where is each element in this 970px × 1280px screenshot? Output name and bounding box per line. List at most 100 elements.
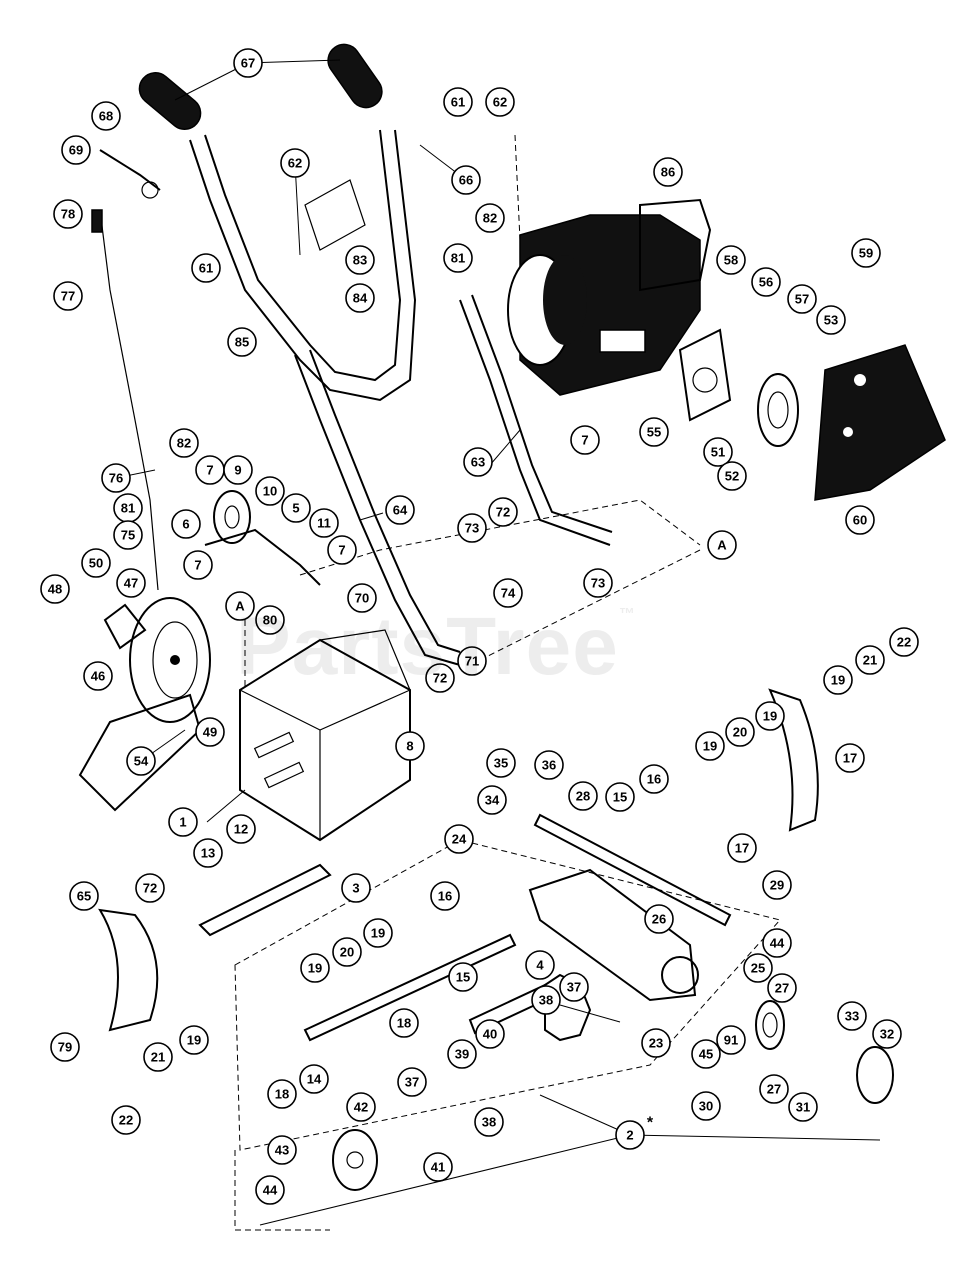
svg-text:4: 4 xyxy=(536,958,544,973)
svg-text:11: 11 xyxy=(317,516,331,531)
callout-18a: 18 xyxy=(389,1008,419,1038)
callout-75: 75 xyxy=(113,520,143,550)
svg-text:76: 76 xyxy=(109,471,123,486)
callout-38a: 38 xyxy=(531,985,561,1015)
callout-73a: 73 xyxy=(457,513,487,543)
callout-60: 60 xyxy=(845,505,875,535)
svg-text:7: 7 xyxy=(206,463,213,478)
callout-72c: 72 xyxy=(135,873,165,903)
svg-text:19: 19 xyxy=(763,709,777,724)
leader-lines xyxy=(115,59,881,1226)
idler-arm xyxy=(204,528,321,586)
svg-text:16: 16 xyxy=(438,889,452,904)
callout-65: 65 xyxy=(69,881,99,911)
svg-text:85: 85 xyxy=(235,335,249,350)
svg-text:19: 19 xyxy=(308,961,322,976)
svg-text:82: 82 xyxy=(177,436,191,451)
svg-text:7: 7 xyxy=(338,543,345,558)
svg-text:27: 27 xyxy=(767,1082,781,1097)
svg-text:82: 82 xyxy=(483,211,497,226)
callout-62a: 62 xyxy=(280,148,310,178)
svg-text:20: 20 xyxy=(340,945,354,960)
svg-text:24: 24 xyxy=(452,832,467,847)
callout-76: 76 xyxy=(101,463,131,493)
handle-grips xyxy=(138,43,383,130)
callout-2: 2 * xyxy=(615,1115,654,1150)
callout-44a: 44 xyxy=(762,928,792,958)
svg-text:17: 17 xyxy=(843,751,857,766)
callout-38b: 38 xyxy=(474,1107,504,1137)
svg-text:69: 69 xyxy=(69,143,83,158)
callout-12: 12 xyxy=(226,814,256,844)
end-gear xyxy=(856,1046,894,1104)
tine-left xyxy=(98,908,159,1032)
callout-4: 4 xyxy=(525,950,555,980)
callout-15a: 15 xyxy=(605,782,635,812)
callout-27a: 27 xyxy=(767,973,797,1003)
callout-5: 5 xyxy=(281,493,311,523)
callout-19e: 19 xyxy=(300,953,330,983)
svg-text:62: 62 xyxy=(288,156,302,171)
callout-52: 52 xyxy=(717,461,747,491)
callout-41: 41 xyxy=(423,1152,453,1182)
callout-66: 66 xyxy=(451,165,481,195)
svg-text:56: 56 xyxy=(759,275,773,290)
svg-text:A: A xyxy=(235,599,245,614)
svg-text:74: 74 xyxy=(501,586,516,601)
callout-61b: 61 xyxy=(191,253,221,283)
svg-text:84: 84 xyxy=(353,291,368,306)
callout-37a: 37 xyxy=(559,972,589,1002)
svg-text:43: 43 xyxy=(275,1143,289,1158)
engine-pulley xyxy=(757,373,799,447)
callout-48: 48 xyxy=(40,574,70,604)
callout-42: 42 xyxy=(346,1092,376,1122)
svg-text:15: 15 xyxy=(613,790,627,805)
decal-plate xyxy=(304,179,366,251)
svg-text:65: 65 xyxy=(77,889,91,904)
svg-text:70: 70 xyxy=(355,591,369,606)
callout-22b: 22 xyxy=(111,1105,141,1135)
control-cable xyxy=(91,209,159,591)
svg-text:2: 2 xyxy=(626,1128,633,1143)
svg-text:61: 61 xyxy=(199,261,213,276)
callout-72b: 72 xyxy=(425,663,455,693)
callout-62b: 62 xyxy=(485,87,515,117)
svg-text:21: 21 xyxy=(151,1050,165,1065)
callout-29: 29 xyxy=(762,870,792,900)
callout-81b: 81 xyxy=(113,493,143,523)
chain-case xyxy=(528,868,699,1002)
callout-11: 11 xyxy=(309,508,339,538)
callout-43: 43 xyxy=(267,1135,297,1165)
svg-text:75: 75 xyxy=(121,528,135,543)
callout-58: 58 xyxy=(716,245,746,275)
callout-47: 47 xyxy=(116,568,146,598)
svg-text:16: 16 xyxy=(647,772,661,787)
svg-text:44: 44 xyxy=(263,1183,278,1198)
callout-15b: 15 xyxy=(448,962,478,992)
belt-guard xyxy=(814,344,946,501)
callout-81a: 81 xyxy=(443,243,473,273)
idler-pulley xyxy=(213,490,251,544)
svg-text:42: 42 xyxy=(354,1100,368,1115)
svg-text:58: 58 xyxy=(724,253,738,268)
callout-40: 40 xyxy=(475,1019,505,1049)
svg-text:20: 20 xyxy=(733,725,747,740)
callout-32: 32 xyxy=(872,1019,902,1049)
svg-text:83: 83 xyxy=(353,253,367,268)
svg-text:72: 72 xyxy=(143,881,157,896)
callout-67: 67 xyxy=(233,48,263,78)
callout-9: 9 xyxy=(223,455,253,485)
axle-shaft xyxy=(303,933,517,1042)
svg-text:86: 86 xyxy=(661,165,675,180)
svg-text:79: 79 xyxy=(58,1040,72,1055)
svg-text:26: 26 xyxy=(652,912,666,927)
svg-text:64: 64 xyxy=(393,503,408,518)
callout-10: 10 xyxy=(255,476,285,506)
svg-text:33: 33 xyxy=(845,1009,859,1024)
callout-19f: 19 xyxy=(179,1025,209,1055)
callout-21b: 21 xyxy=(143,1042,173,1072)
callout-83: 83 xyxy=(345,245,375,275)
svg-text:68: 68 xyxy=(99,109,113,124)
svg-text:66: 66 xyxy=(459,173,473,188)
svg-text:46: 46 xyxy=(91,669,105,684)
